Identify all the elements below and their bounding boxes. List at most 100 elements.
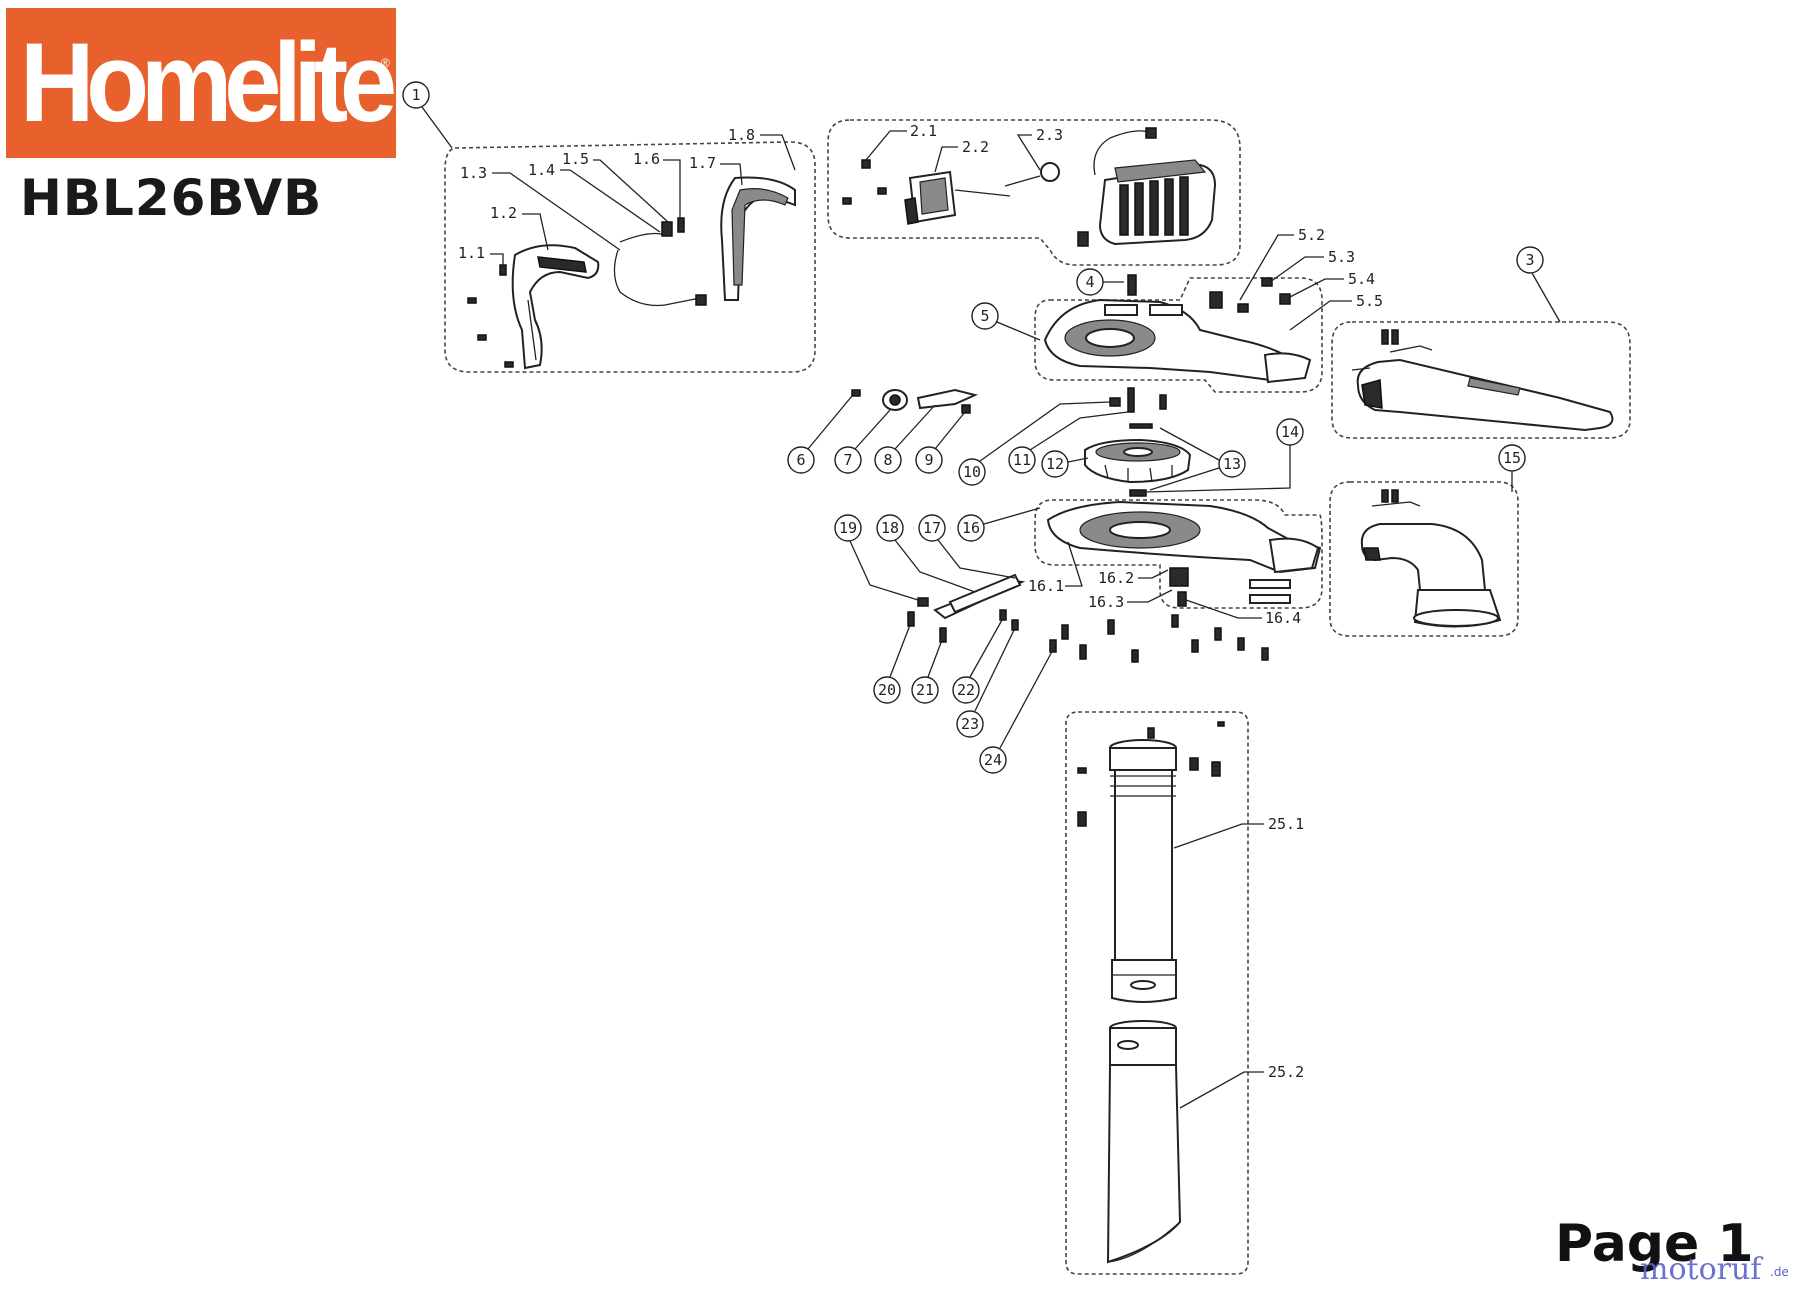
watermark-text: motoruf (1640, 1252, 1762, 1287)
svg-text:24: 24 (984, 751, 1002, 769)
ref-3: 3 (1516, 246, 1544, 274)
svg-text:10: 10 (963, 463, 981, 481)
svg-text:11: 11 (1013, 451, 1031, 469)
ref-6: 6 (787, 446, 815, 474)
loose-screws (1049, 614, 1269, 663)
label-2-3: 2.3 (1036, 126, 1063, 144)
group-15-outline (1329, 481, 1519, 637)
svg-text:5: 5 (980, 307, 989, 325)
svg-text:22: 22 (957, 681, 975, 699)
ref-22: 22 (952, 676, 980, 704)
watermark-tld: .de (1770, 1265, 1789, 1279)
svg-text:12: 12 (1046, 455, 1064, 473)
label-5-4: 5.4 (1348, 270, 1375, 288)
svg-text:1: 1 (411, 86, 420, 104)
label-1-5: 1.5 (562, 150, 589, 168)
label-16-4: 16.4 (1265, 609, 1301, 627)
ref-4: 4 (1076, 268, 1104, 296)
handle-half-right (720, 176, 796, 301)
ref-7: 7 (834, 446, 862, 474)
handle-half-left (511, 244, 600, 370)
ref-23: 23 (956, 710, 984, 738)
svg-text:18: 18 (881, 519, 899, 537)
label-16-2: 16.2 (1098, 569, 1134, 587)
handle-screws (467, 217, 707, 368)
label-2-1: 2.1 (910, 122, 937, 140)
engine-unit (1077, 127, 1217, 247)
svg-text:7: 7 (843, 451, 852, 469)
cable-loop (619, 232, 666, 243)
label-5-5: 5.5 (1356, 292, 1383, 310)
svg-text:17: 17 (923, 519, 941, 537)
ref-9: 9 (915, 446, 943, 474)
ref-8: 8 (874, 446, 902, 474)
upper-housing-fasteners (1127, 274, 1291, 313)
recoil-parts (851, 388, 979, 414)
ref-24: 24 (979, 746, 1007, 774)
ref-12: 12 (1041, 450, 1069, 478)
label-1-2: 1.2 (490, 204, 517, 222)
ref-1: 1 (402, 81, 430, 109)
ref-10: 10 (958, 458, 986, 486)
ref-13: 13 (1218, 450, 1246, 478)
elbow-nozzle-part (1360, 489, 1502, 628)
ref-20: 20 (873, 676, 901, 704)
ref-19: 19 (834, 514, 862, 542)
carburetor-part (904, 170, 1011, 225)
fan-impeller (1084, 438, 1192, 484)
svg-text:20: 20 (878, 681, 896, 699)
registered-mark: ® (381, 56, 390, 70)
label-1-7: 1.7 (689, 154, 716, 172)
svg-text:8: 8 (883, 451, 892, 469)
group-2-outline (827, 119, 1241, 266)
homelite-logo: Homelite ® (6, 8, 397, 158)
label-1-8: 1.8 (728, 126, 755, 144)
label-1-3: 1.3 (460, 164, 487, 182)
group-3-outline (1331, 321, 1631, 439)
svg-text:16: 16 (962, 519, 980, 537)
svg-text:23: 23 (961, 715, 979, 733)
logo-text: Homelite (20, 20, 397, 145)
tube-25-2 (1106, 1020, 1182, 1264)
label-2-2: 2.2 (962, 138, 989, 156)
throttle-cable (613, 249, 701, 307)
svg-text:6: 6 (796, 451, 805, 469)
label-5-3: 5.3 (1328, 248, 1355, 266)
ref-15: 15 (1498, 444, 1526, 472)
ref-17: 17 (918, 514, 946, 542)
label-16-3: 16.3 (1088, 593, 1124, 611)
label-25-1: 25.1 (1268, 815, 1304, 833)
upper-housing (1043, 298, 1312, 384)
tube-25-1 (1077, 721, 1225, 1003)
label-16-1: 16.1 (1028, 577, 1064, 595)
ref-16: 16 (957, 514, 985, 542)
label-1-1: 1.1 (458, 244, 485, 262)
group-25-outline (1065, 711, 1249, 1275)
spark-plug-part (1004, 162, 1060, 187)
ref-14: 14 (1276, 418, 1304, 446)
model-number: HBL26BVB (20, 169, 323, 227)
group-1-outline (444, 141, 816, 373)
svg-text:19: 19 (839, 519, 857, 537)
svg-text:9: 9 (924, 451, 933, 469)
blower-tube-part (1351, 329, 1614, 432)
ref-11: 11 (1008, 446, 1036, 474)
ref-21: 21 (911, 676, 939, 704)
svg-text:15: 15 (1503, 449, 1521, 467)
group-16-outline (1034, 499, 1323, 609)
svg-text:14: 14 (1281, 423, 1299, 441)
svg-text:3: 3 (1525, 251, 1534, 269)
label-25-2: 25.2 (1268, 1063, 1304, 1081)
page-number: Page 1 (1555, 1214, 1754, 1274)
lower-housing (1046, 500, 1322, 574)
label-5-2: 5.2 (1298, 226, 1325, 244)
label-1-4: 1.4 (528, 161, 555, 179)
svg-text:4: 4 (1085, 273, 1094, 291)
label-1-6: 1.6 (633, 150, 660, 168)
svg-text:13: 13 (1223, 455, 1241, 473)
ref-18: 18 (876, 514, 904, 542)
svg-text:21: 21 (916, 681, 934, 699)
ref-5: 5 (971, 302, 999, 330)
bracket-part (907, 573, 1026, 643)
